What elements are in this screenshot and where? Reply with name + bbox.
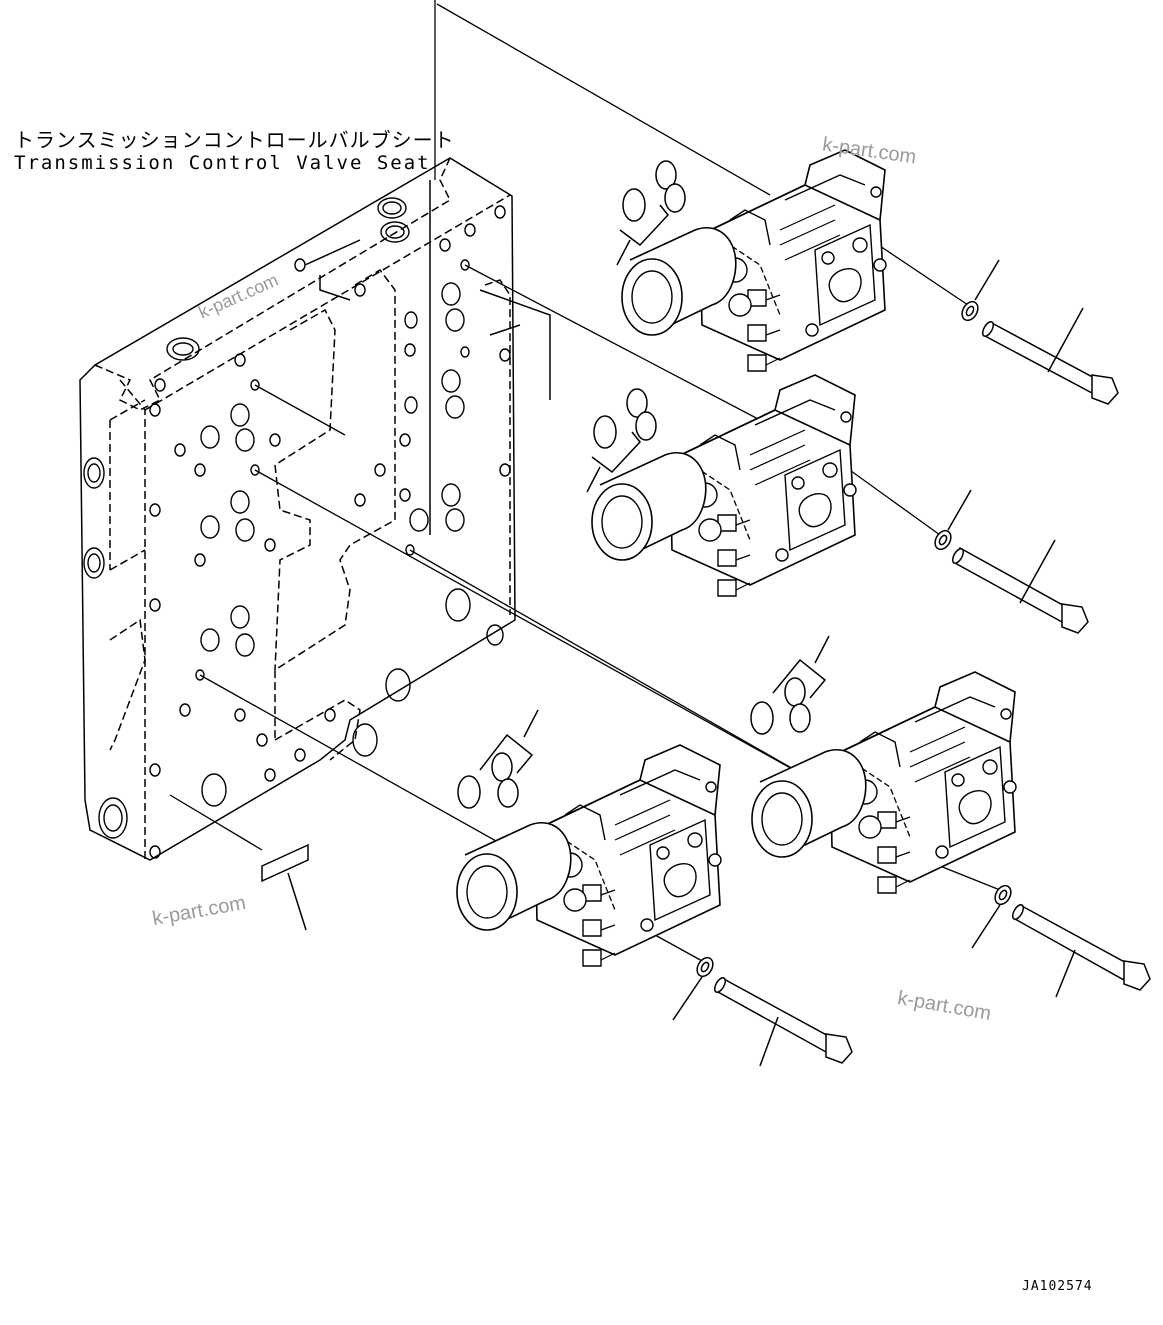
valve-seat-plate <box>80 158 550 860</box>
part-title-english: Transmission Control Valve Seat <box>14 152 431 174</box>
bolts <box>713 308 1150 1066</box>
o-ring-set-upper <box>617 161 685 265</box>
part-title-japanese: トランスミッションコントロールバルブシート <box>14 128 455 152</box>
o-ring-set-middle <box>587 389 656 492</box>
drawing-reference-code: JA102574 <box>1022 1279 1093 1294</box>
assembly-lines <box>170 0 1000 962</box>
washers <box>673 260 1014 1020</box>
o-ring-set-lower-right <box>751 636 829 734</box>
nameplate-label <box>262 845 308 930</box>
o-ring-set-lower-left <box>458 710 538 808</box>
